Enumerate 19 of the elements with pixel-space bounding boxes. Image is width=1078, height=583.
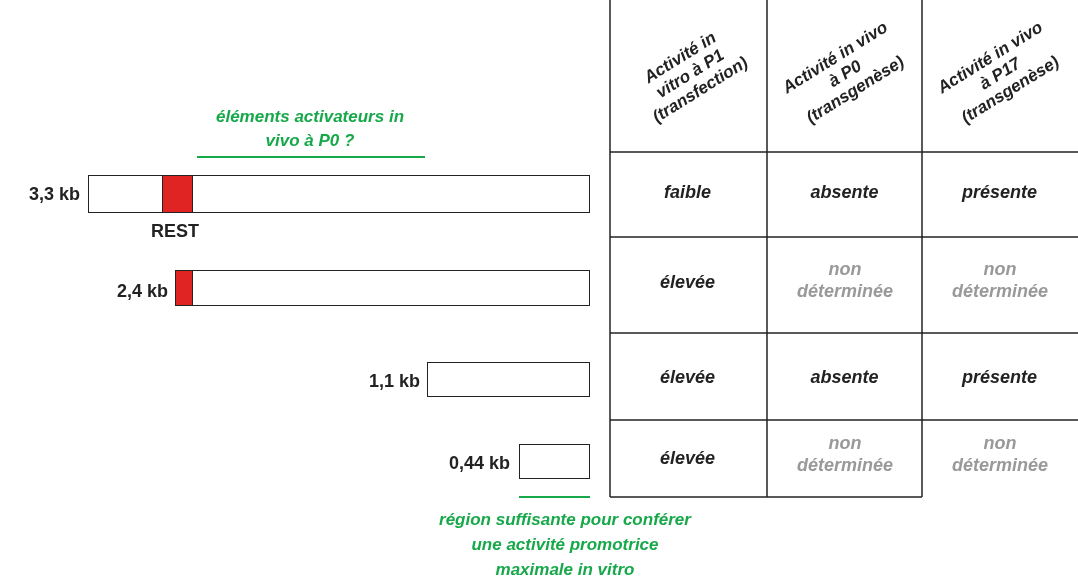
size-label: 2,4 kb: [115, 280, 168, 302]
table-cell-text: absente: [809, 181, 880, 203]
table-cell-text: absente: [809, 366, 880, 388]
table-cell-text: faible: [663, 181, 712, 203]
element-label: REST: [150, 220, 200, 242]
table-cell-text: présente: [960, 366, 1038, 388]
table-cell-text: non déterminée: [795, 432, 894, 476]
table-cell-text: non déterminée: [795, 258, 894, 302]
size-label: 0,44 kb: [447, 452, 510, 474]
table-cell-text: élevée: [658, 447, 717, 469]
table-cell-text: élevée: [658, 271, 717, 293]
size-label: 1,1 kb: [367, 370, 420, 392]
region-note: région suffisante pour conférer une activité promotrice maximale in vitro: [438, 509, 693, 581]
region-note: éléments activateurs in vivo à P0 ?: [215, 106, 405, 152]
size-label: 3,3 kb: [27, 183, 80, 205]
table-cell-text: élevée: [658, 366, 717, 388]
table-cell-text: présente: [960, 181, 1038, 203]
table-cell-text: non déterminée: [950, 258, 1049, 302]
table-cell-text: non déterminée: [950, 432, 1049, 476]
